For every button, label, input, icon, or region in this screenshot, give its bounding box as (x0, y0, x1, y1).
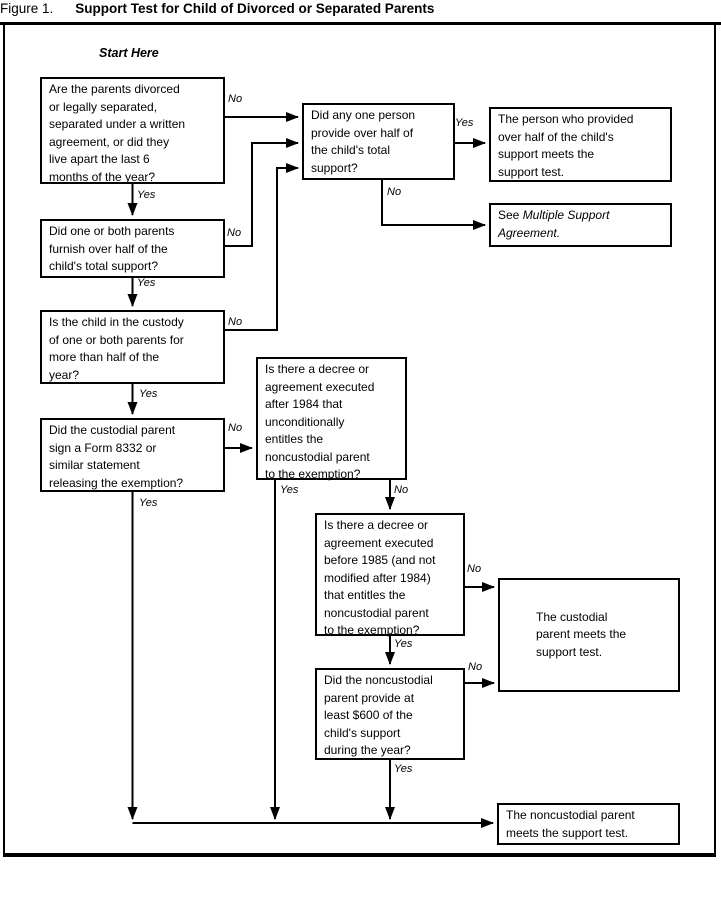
node-question-furnish-half: Did one or both parents furnish over hal… (40, 219, 225, 278)
node-question-decree-after-1984: Is there a decree or agreement executed … (256, 357, 407, 481)
node-result-custodial-meets: The custodial parent meets the support t… (498, 578, 680, 692)
edge-label-yes-before1985: Yes (394, 638, 413, 650)
multiple-support-reference: Multiple Support Agreement. (498, 208, 610, 240)
edge-label-no-8332: No (228, 422, 243, 434)
edge-anyone-no (381, 180, 486, 230)
edge-label-yes-furnish: Yes (137, 277, 156, 289)
edge-label-no-furnish: No (227, 227, 242, 239)
node-result-multiple-support: See Multiple Support Agreement. (489, 203, 672, 247)
figure-border (3, 22, 716, 857)
edge-furnish-no (225, 138, 299, 247)
node-question-form-8332: Did the custodial parent sign a Form 833… (40, 418, 225, 492)
edge-label-no-anyone: No (387, 186, 402, 198)
figure-heading: Support Test for Child of Divorced or Se… (75, 1, 435, 16)
edge-label-no-before1985: No (467, 563, 482, 575)
node-question-600-support: Did the noncustodial parent provide at l… (315, 668, 465, 760)
edge-label-yes-anyone: Yes (455, 117, 474, 129)
node-result-person-provided: The person who provided over half of the… (489, 107, 672, 182)
see-prefix: See (498, 208, 523, 222)
start-here-label: Start Here (99, 46, 159, 60)
edge-label-no-600: No (468, 661, 483, 673)
node-result-noncustodial-meets: The noncustodial parent meets the suppor… (497, 803, 680, 845)
node-question-divorced: Are the parents divorced or legally sepa… (40, 77, 225, 184)
node-question-decree-before-1985: Is there a decree or agreement executed … (315, 513, 465, 637)
edge-label-yes-divorced: Yes (137, 189, 156, 201)
edge-custody-no (225, 163, 299, 331)
edge-label-yes-after1984: Yes (280, 484, 299, 496)
edge-label-yes-8332: Yes (139, 497, 158, 509)
edge-label-no-after1984: No (394, 484, 409, 496)
edge-label-no-divorced: No (228, 93, 243, 105)
edge-label-yes-600: Yes (394, 763, 413, 775)
figure-number: Figure 1. (0, 1, 54, 16)
edge-label-yes-custody: Yes (139, 388, 158, 400)
node-question-custody: Is the child in the custody of one or bo… (40, 310, 225, 384)
edge-label-no-custody: No (228, 316, 243, 328)
node-question-any-one-person: Did any one person provide over half of … (302, 103, 455, 180)
figure-title: Figure 1. Support Test for Child of Divo… (0, 1, 721, 16)
